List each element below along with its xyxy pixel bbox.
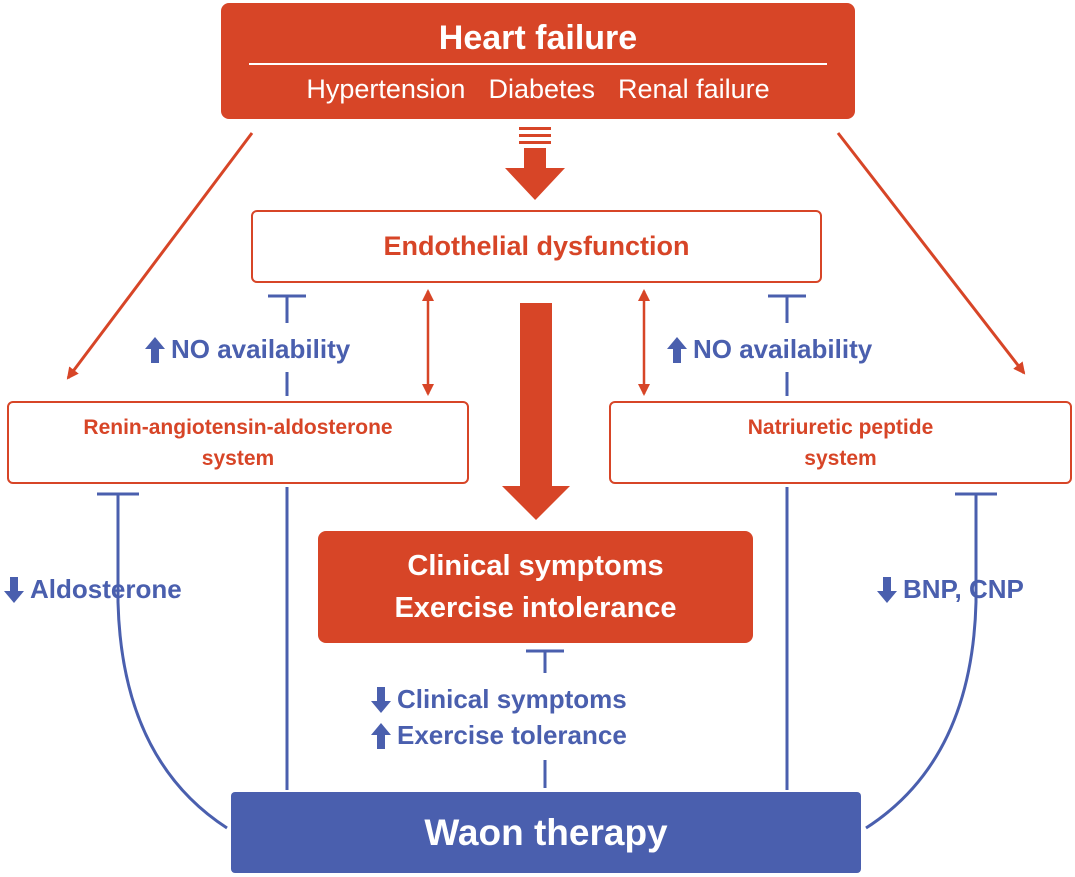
up-arrow-icon: [145, 336, 165, 363]
aldosterone-label: Aldosterone: [30, 574, 182, 604]
down-arrow-icon: [371, 686, 391, 713]
endothelial-dysfunction-box: Endothelial dysfunction: [251, 210, 822, 283]
inhibit-line-center: [526, 649, 564, 788]
heart-failure-title: Heart failure: [438, 19, 638, 57]
arrow-hf-to-nps: [836, 132, 1026, 375]
up-arrow-icon: [667, 336, 687, 363]
bnp-cnp-label: BNP, CNP: [903, 574, 1024, 604]
bars-icon: [519, 127, 551, 144]
no-availability-left: NO availability: [145, 334, 350, 365]
factor-hypertension: Hypertension: [306, 74, 466, 104]
exercise-tolerance-effect: Exercise tolerance: [371, 720, 627, 751]
endothelial-label: Endothelial dysfunction: [383, 231, 690, 261]
down-arrow-icon: [877, 576, 897, 603]
divider: [249, 63, 827, 65]
down-arrow-icon: [4, 576, 24, 603]
raas-line-2: system: [201, 446, 275, 470]
raas-line-1: Renin-angiotensin-aldosterone: [83, 415, 393, 439]
natriuretic-peptide-box: Natriuretic peptide system: [609, 401, 1072, 484]
nps-line-1: Natriuretic peptide: [747, 415, 934, 439]
aldosterone-effect: Aldosterone: [4, 574, 182, 605]
no-availability-right: NO availability: [667, 334, 872, 365]
exercise-tolerance-effect-label: Exercise tolerance: [397, 720, 627, 750]
risk-factors: Hypertension Diabetes Renal failure: [306, 73, 769, 105]
heart-failure-box: Heart failure Hypertension Diabetes Rena…: [221, 3, 855, 119]
up-arrow-icon: [371, 722, 391, 749]
raas-box: Renin-angiotensin-aldosterone system: [7, 401, 469, 484]
inhibit-curve-left: [97, 492, 228, 830]
inhibit-curve-right: [865, 492, 997, 830]
no-availability-right-label: NO availability: [693, 334, 873, 364]
arrow-hf-to-endothelial: [505, 148, 565, 200]
inhibit-line-left: [268, 294, 306, 790]
inhibit-line-right: [768, 294, 806, 790]
clinical-symptoms-box: Clinical symptoms Exercise intolerance: [318, 531, 753, 643]
waon-therapy-box: Waon therapy: [231, 792, 861, 873]
arrow-hf-to-raas: [66, 132, 254, 380]
no-availability-left-label: NO availability: [171, 334, 351, 364]
bnp-cnp-effect: BNP, CNP: [877, 574, 1024, 605]
clinical-line-2: Exercise intolerance: [394, 592, 677, 624]
waon-label: Waon therapy: [424, 811, 668, 853]
arrow-endothelial-to-clinical: [502, 303, 570, 520]
clinical-symptoms-effect: Clinical symptoms: [371, 684, 627, 715]
factor-renal-failure: Renal failure: [618, 74, 770, 104]
factor-diabetes: Diabetes: [488, 74, 596, 104]
clinical-symptoms-effect-label: Clinical symptoms: [397, 684, 627, 714]
nps-line-2: system: [804, 446, 877, 470]
clinical-line-1: Clinical symptoms: [407, 550, 664, 582]
